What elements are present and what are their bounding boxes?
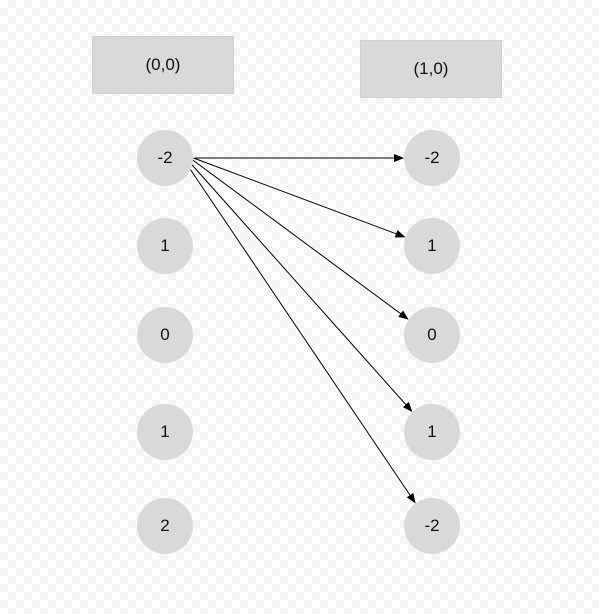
left-node-1: 1 — [137, 218, 193, 274]
right-node-3-label: 1 — [427, 422, 437, 441]
header-left-label: (0,0) — [145, 55, 181, 74]
left-node-3-label: 1 — [160, 422, 170, 441]
right-node-0: -2 — [404, 130, 460, 186]
left-node-0: -2 — [137, 130, 193, 186]
edge-0-to-1 — [193, 157, 406, 238]
edge-0-to-3 — [185, 157, 413, 412]
right-node-4-label: -2 — [424, 516, 440, 535]
edge-0-to-2 — [189, 157, 409, 320]
header-left-state: (0,0) — [92, 36, 234, 94]
header-right-state: (1,0) — [360, 40, 502, 98]
right-node-0-label: -2 — [424, 148, 440, 167]
left-node-4: 2 — [137, 498, 193, 554]
left-node-3: 1 — [137, 404, 193, 460]
right-node-3: 1 — [404, 404, 460, 460]
edge-0-to-4 — [182, 157, 416, 504]
right-node-1-label: 1 — [427, 236, 437, 255]
right-node-2-label: 0 — [427, 325, 437, 344]
left-node-2-label: 0 — [160, 325, 170, 344]
right-node-1: 1 — [404, 218, 460, 274]
left-node-4-label: 2 — [160, 516, 170, 535]
header-right-label: (1,0) — [413, 59, 449, 78]
left-node-2: 0 — [137, 307, 193, 363]
right-node-4: -2 — [404, 498, 460, 554]
left-node-0-label: -2 — [157, 148, 173, 167]
left-node-1-label: 1 — [160, 236, 170, 255]
right-node-2: 0 — [404, 307, 460, 363]
